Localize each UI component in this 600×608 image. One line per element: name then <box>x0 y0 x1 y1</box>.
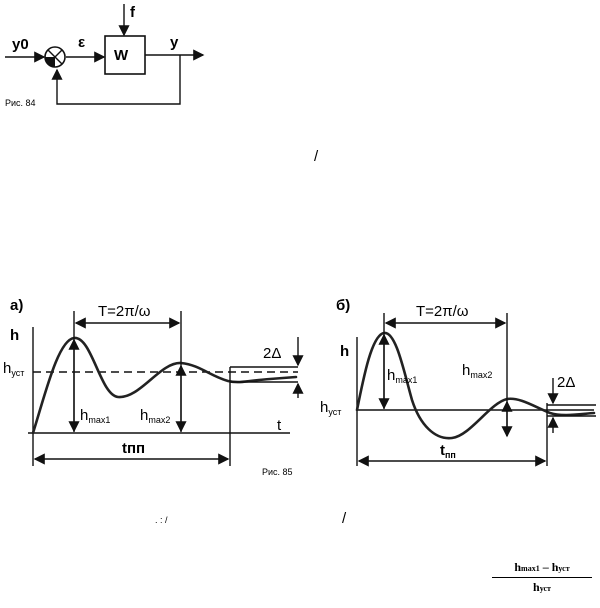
stray-mark-2: . : / <box>155 515 168 525</box>
fig-a-delta-label: 2Δ <box>263 345 281 362</box>
fig-b-tpp-label: tпп <box>440 442 456 460</box>
error-label: ε <box>78 34 85 51</box>
disturbance-label: f <box>130 4 136 21</box>
stray-mark-1: / <box>314 148 319 165</box>
figure-84-caption: Рис. 84 <box>5 98 36 108</box>
block-diagram: y0 ε f W y Рис. 84 <box>5 4 205 108</box>
summing-junction <box>44 46 66 68</box>
input-label: y0 <box>12 36 29 53</box>
fig-a-hmax2-label: hmax2 <box>140 407 170 425</box>
overshoot-formula: hmax1 – hуст hуст <box>492 560 592 595</box>
fig-b-delta-label: 2Δ <box>557 374 575 391</box>
figure-85-caption: Рис. 85 <box>262 467 293 477</box>
fig-b-panel-label: б) <box>336 297 350 314</box>
formula-numerator: hmax1 – hуст <box>492 560 592 578</box>
fig-a-panel-label: а) <box>10 297 23 314</box>
fig-b-hmax1-label: hmax1 <box>387 367 417 385</box>
fig-b-h-ust-label: hуст <box>320 399 341 417</box>
formula-denominator: hуст <box>533 580 551 594</box>
figure-b: б) h hуст T=2π/ω hmax1 hmax2 2Δ tпп <box>320 297 596 467</box>
transfer-block <box>104 35 146 75</box>
block-label: W <box>114 47 129 64</box>
output-label: y <box>170 34 179 51</box>
fig-b-hmax2-label: hmax2 <box>462 362 492 380</box>
fig-a-h-label: h <box>10 327 19 344</box>
fig-a-tpp-label: tпп <box>122 440 145 457</box>
fig-a-hmax1-label: hmax1 <box>80 407 110 425</box>
fig-b-period-label: T=2π/ω <box>416 303 469 320</box>
fig-a-period-label: T=2π/ω <box>98 303 151 320</box>
fig-a-h-ust-label: hуст <box>3 360 24 378</box>
fig-b-h-label: h <box>340 343 349 360</box>
fig-a-t-label: t <box>277 417 282 434</box>
stray-mark-3: / <box>342 510 347 527</box>
figure-a: а) h t hуст T=2π/ω hmax1 hmax2 2Δ tпп Ри… <box>3 297 304 477</box>
feedback-path <box>51 55 181 105</box>
